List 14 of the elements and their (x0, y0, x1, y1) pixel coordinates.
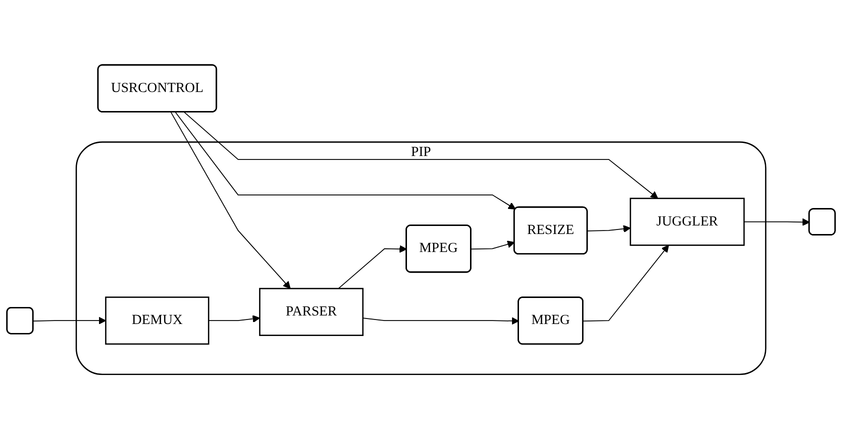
arrow (587, 225, 631, 233)
node-box: DEMUX (105, 296, 210, 346)
arrow (170, 112, 291, 290)
arrow (208, 315, 260, 323)
node-box: JUGGLER (630, 198, 745, 246)
arrow (470, 240, 515, 250)
arrow (32, 317, 106, 325)
arrow (184, 112, 658, 200)
node-box: PARSER (259, 288, 364, 336)
arrow (582, 245, 669, 322)
arrow (744, 218, 810, 226)
arrow (174, 112, 516, 210)
arrow (338, 246, 407, 290)
arrow (362, 317, 520, 326)
